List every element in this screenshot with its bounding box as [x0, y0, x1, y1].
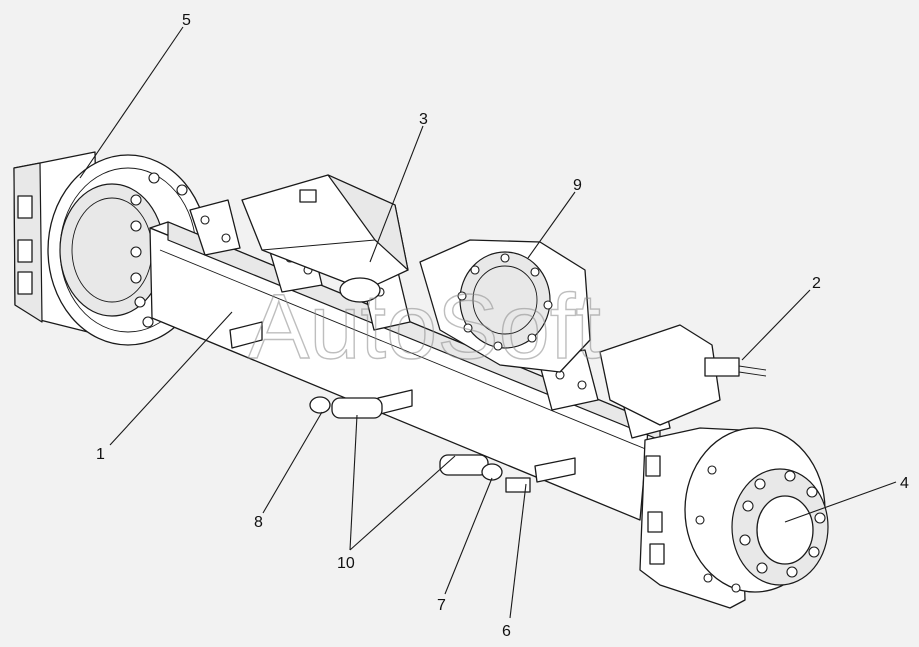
callout-8: 8 [254, 514, 263, 531]
leader-8 [262, 411, 323, 514]
callout-2: 2 [812, 275, 821, 292]
right-slot-2 [647, 511, 663, 533]
lower-plate-a [229, 321, 263, 349]
sensor-bracket [505, 477, 531, 493]
leader-10a [349, 414, 358, 551]
leader-6 [509, 483, 527, 619]
callout-labels: 5 3 9 2 1 4 8 10 7 6 [96, 12, 909, 640]
callout-4: 4 [900, 475, 909, 492]
leader-9 [527, 191, 576, 259]
right-slot-3 [649, 543, 665, 565]
leader-1 [109, 311, 233, 446]
leader-5 [79, 26, 184, 179]
left-hub-face [59, 183, 165, 317]
right-hub-cap [756, 495, 814, 565]
callout-6: 6 [502, 623, 511, 640]
right-steering-linkage [599, 324, 767, 426]
callout-10: 10 [337, 555, 355, 572]
right-slot-1 [645, 455, 661, 477]
right-linkage-housing [599, 324, 721, 426]
right-hub-assembly [639, 427, 829, 609]
callout-5: 5 [182, 12, 191, 29]
flange-slot-3 [17, 271, 33, 295]
differential-housing [419, 239, 591, 373]
hose-clamp-right [439, 454, 489, 476]
left-hub-assembly [13, 151, 209, 346]
callout-9: 9 [573, 177, 582, 194]
cylinder-rod-end [339, 277, 381, 303]
leader-3 [369, 125, 424, 263]
leader-4 [784, 481, 897, 523]
lower-plate-c [534, 457, 576, 483]
leader-7 [444, 477, 493, 595]
callout-7: 7 [437, 597, 446, 614]
grease-fitting-left [309, 396, 331, 414]
leader-10b [349, 455, 456, 551]
callout-1: 1 [96, 446, 105, 463]
flange-slot-2 [17, 239, 33, 263]
cylinder-fitting [299, 189, 317, 203]
leader-2 [741, 289, 811, 361]
leader-lines [79, 26, 897, 619]
cylinder-housing-side [327, 174, 409, 271]
flange-slot-1 [17, 195, 33, 219]
grease-fitting-right [481, 463, 503, 481]
lower-fittings [229, 321, 576, 493]
watermark-text: AutoSoft [248, 276, 601, 378]
tie-rod-end [704, 357, 740, 377]
callout-3: 3 [419, 111, 428, 128]
steering-cylinder [241, 174, 409, 303]
